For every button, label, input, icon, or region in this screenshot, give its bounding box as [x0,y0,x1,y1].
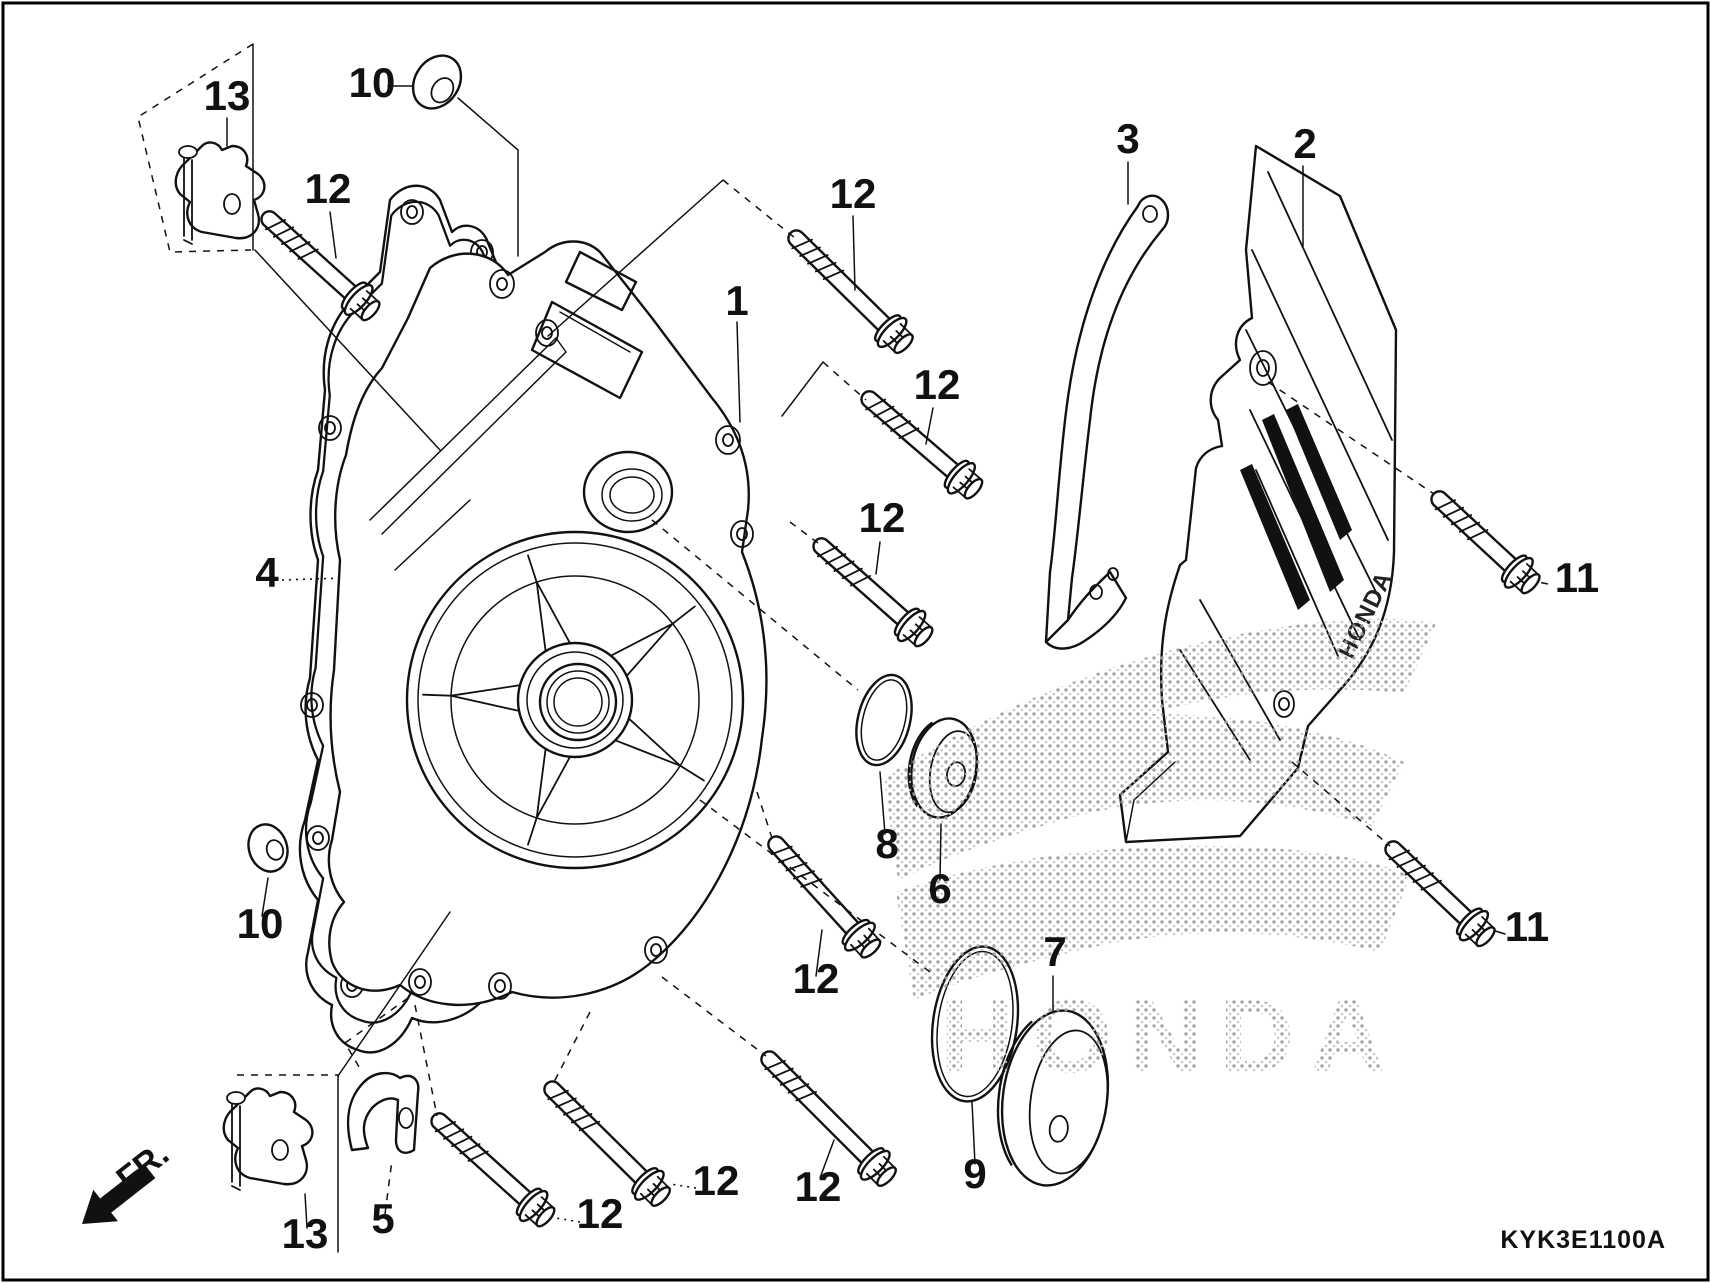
diagram-code: KYK3E1100A [1500,1226,1666,1254]
callout-17-part-11: 11 [1505,903,1549,950]
bolts-layer [260,210,1541,1228]
flange-bolt-part-11-9 [1384,840,1496,948]
callout-18-part-12: 12 [795,1163,842,1210]
collar-part-10-bottom [247,823,289,873]
detail-box-13-bottom [237,1074,339,1253]
callout-2-part-12: 12 [305,165,352,212]
callout-5-part-12: 12 [914,361,961,408]
cover2-wing-emboss [1240,404,1352,610]
flange-bolt-part-12-5 [760,1050,897,1187]
leader-lines [226,85,1549,1229]
callout-10-part-11: 11 [1555,554,1599,601]
callout-19-part-12: 12 [693,1157,740,1204]
collar-part-10-top [411,54,463,110]
front-arrow-icon [82,1163,156,1224]
cover-bolt-bosses [408,269,754,1000]
timing-hole [582,450,674,534]
part-callouts: 13 10 12 1 12 12 3 2 4 12 11 8 6 10 12 7… [204,59,1600,1257]
flange-bolt-part-12-3 [812,537,934,648]
cap-part-7 [996,1009,1110,1187]
detail-box-13-top [137,43,254,253]
flange-bolt-part-11-8 [1430,490,1541,595]
callout-1-part-10: 10 [349,59,396,106]
flange-bolt-part-12-7 [430,1112,556,1228]
callout-11-part-8: 8 [875,820,898,867]
honda-watermark: HONDA [884,618,1436,1095]
flange-bolt-part-12-0 [260,210,381,322]
callout-12-part-6: 6 [928,865,951,912]
callout-0-part-13: 13 [204,72,251,119]
callout-9-part-12: 12 [859,494,906,541]
callout-4-part-12: 12 [830,170,877,217]
dome-star-ribs [422,554,705,846]
cover2-bolt-bosses [1249,350,1295,718]
flange-bolt-part-12-4 [767,835,882,959]
o-ring-part-8 [855,673,913,767]
watermark-text: HONDA [940,979,1401,1095]
flange-bolt-part-12-1 [787,229,914,355]
callout-3-part-1: 1 [725,277,748,324]
wire-guide-part-3 [1044,194,1170,650]
callout-14-part-12: 12 [793,955,840,1002]
callout-20-part-12: 12 [577,1190,624,1237]
clamp-part-5 [346,1071,420,1154]
gasket-bolt-holes [300,199,494,998]
callout-13-part-10: 10 [237,900,284,947]
callout-21-part-5: 5 [371,1195,394,1242]
callout-15-part-7: 7 [1043,928,1066,975]
callout-16-part-9: 9 [963,1150,986,1197]
callout-7-part-2: 2 [1293,120,1316,167]
callout-6-part-3: 3 [1116,115,1139,162]
flange-bolt-part-12-6 [543,1080,672,1207]
callout-8-part-4: 4 [255,549,279,596]
flange-bolt-part-12-2 [860,390,984,500]
crankcase-cover-part-1 [327,240,768,1007]
callout-22-part-13: 13 [282,1210,329,1257]
